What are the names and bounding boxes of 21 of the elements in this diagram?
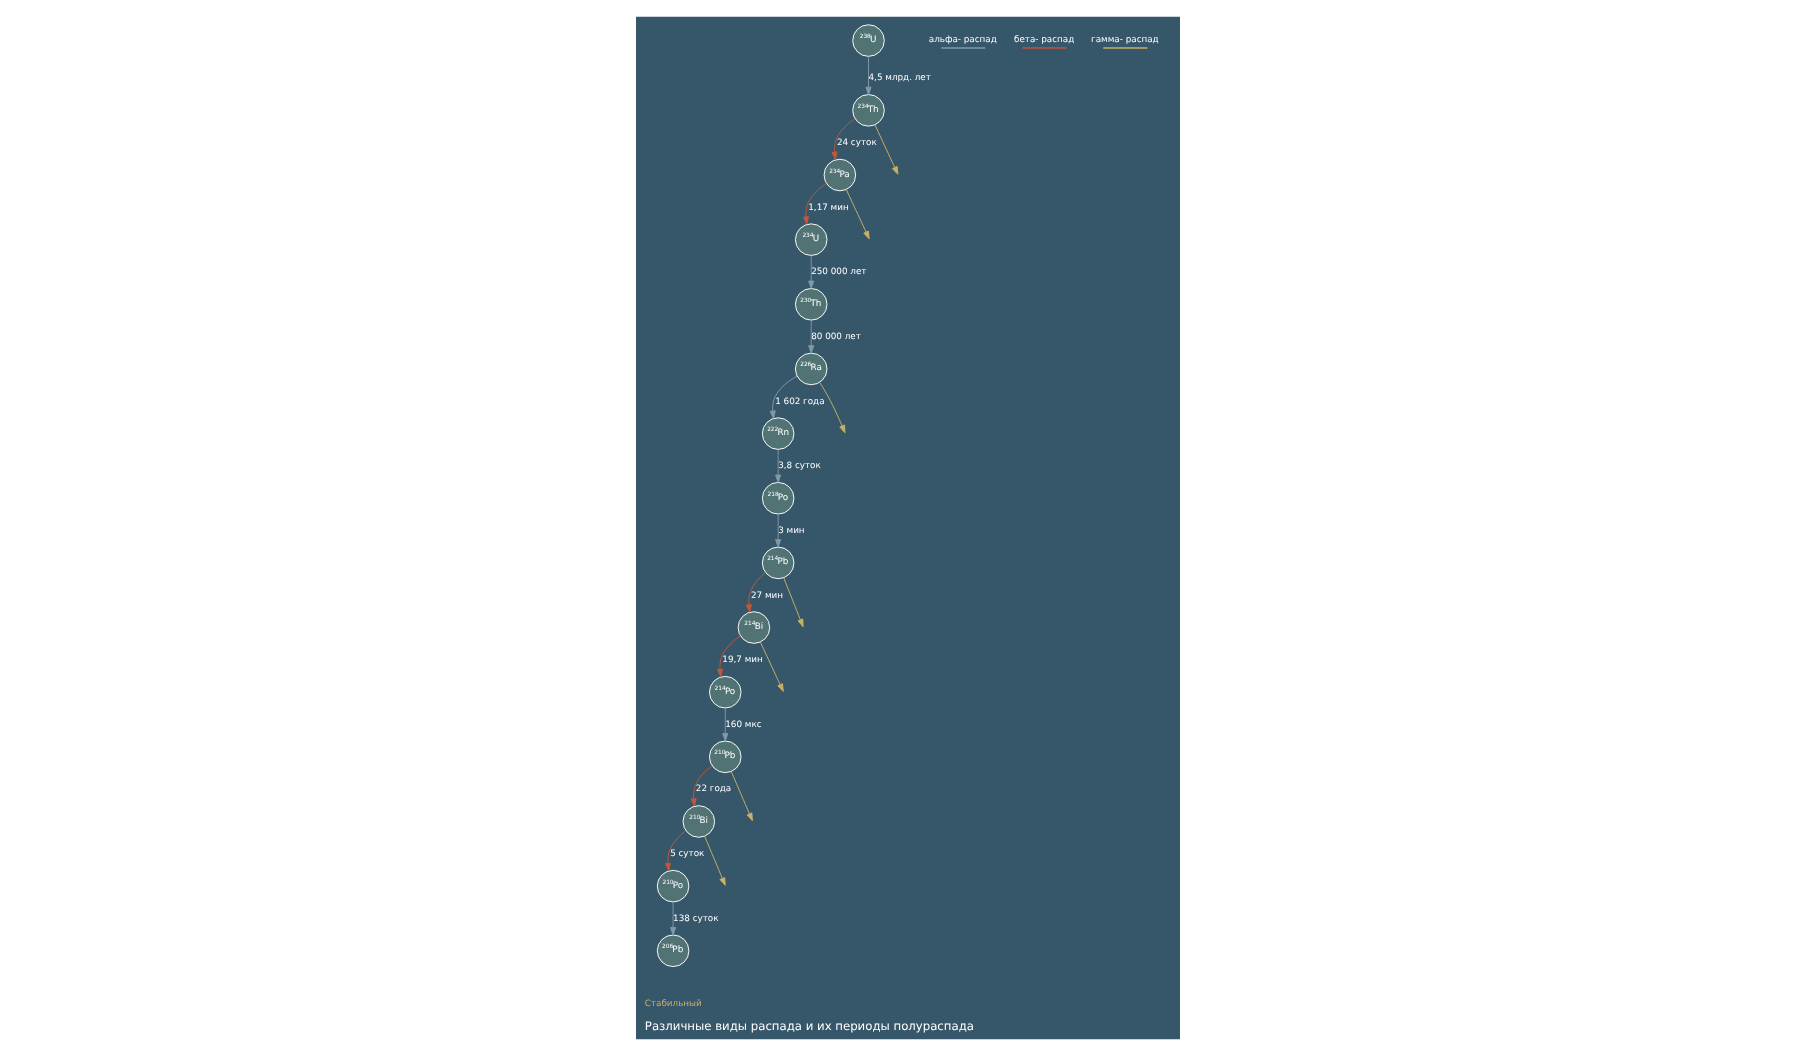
- arrow: [769, 375, 798, 419]
- arrow: [670, 901, 677, 936]
- arrow: [808, 255, 815, 289]
- arrow: [783, 577, 804, 628]
- arrow: [722, 707, 729, 742]
- arrow: [808, 319, 815, 354]
- arrow: [819, 382, 846, 434]
- arrow: [874, 124, 899, 175]
- arrow: [775, 449, 782, 483]
- arrow: [759, 641, 784, 692]
- arrow: [690, 765, 713, 807]
- arrow: [704, 835, 726, 886]
- arrow: [664, 830, 687, 872]
- arrow: [745, 572, 766, 613]
- arrow: [865, 56, 872, 95]
- arrow: [716, 635, 741, 678]
- arrow: [831, 118, 856, 160]
- arrow: [730, 771, 753, 822]
- arrow: [775, 513, 782, 548]
- arrow: [802, 182, 827, 225]
- arrow: [845, 189, 870, 240]
